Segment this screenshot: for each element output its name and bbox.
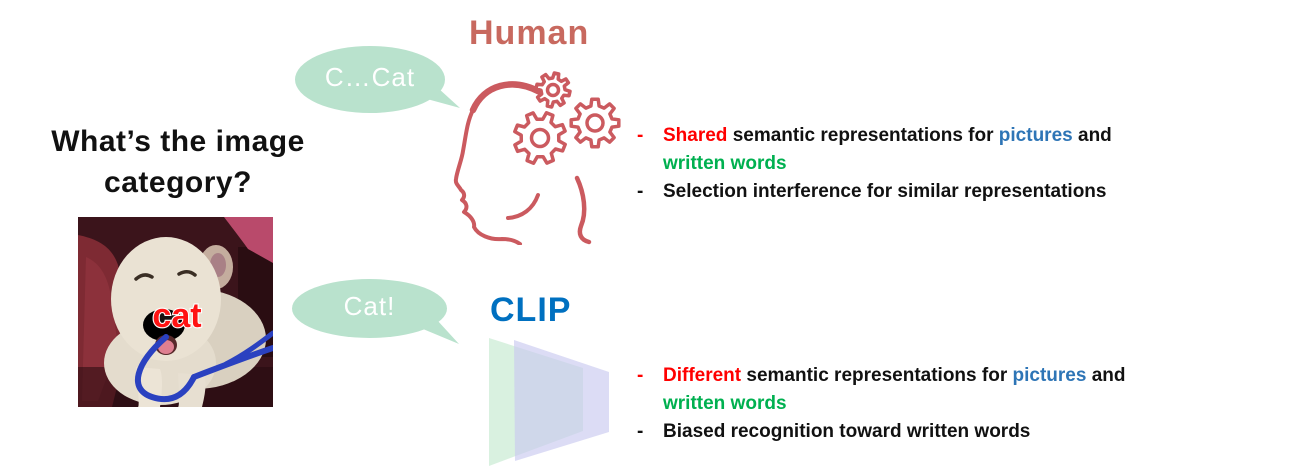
bullet-text: Selection interference for similar repre… <box>663 181 1107 202</box>
leash-loop <box>134 334 197 402</box>
bullet-text: Biased recognition toward written words <box>663 421 1031 442</box>
dog-eye-left <box>134 273 154 281</box>
dog-photo: cat <box>78 217 273 407</box>
dog-front-leg-right <box>178 373 206 407</box>
bullet-marker: - <box>637 365 644 386</box>
dog-eye-right <box>177 270 197 277</box>
human-title: Human <box>469 14 590 52</box>
bullet-text: Shared semantic representations for pict… <box>663 125 1112 174</box>
head-neck-back-line <box>574 175 592 245</box>
bullet-item: -Different semantic representations for … <box>637 362 1197 418</box>
clip-speech-text: Cat! <box>343 291 396 321</box>
question-text: What’s the image category? <box>10 121 346 203</box>
human-speech-text: C…Cat <box>324 62 416 92</box>
photo-label: cat <box>152 297 201 335</box>
clip-trapezoids-icon <box>489 338 609 466</box>
bullet-marker: - <box>637 125 644 146</box>
clip-trapezoid-lavender <box>514 340 609 461</box>
dog-head <box>111 237 221 361</box>
bullet-item: -Biased recognition toward written words <box>637 418 1197 446</box>
dog-nose <box>151 313 177 329</box>
question-line-1: What’s the image <box>51 125 305 158</box>
bullet-marker: - <box>637 181 644 202</box>
bullet-item: -Selection interference for similar repr… <box>637 178 1197 206</box>
head-jaw-line <box>506 193 540 220</box>
head-profile-outline <box>453 82 542 245</box>
bullet-text: Different semantic representations for p… <box>663 365 1126 414</box>
bullet-marker: - <box>637 421 644 442</box>
human-speech-bubble: C…Cat <box>295 46 445 113</box>
clip-title: CLIP <box>490 291 572 329</box>
dog-illustration <box>104 237 273 407</box>
bullet-item: -Shared semantic representations for pic… <box>637 122 1197 178</box>
human-head-gears-icon <box>453 71 621 245</box>
head-crown-arc <box>469 81 544 114</box>
gear-hole-top <box>545 82 561 98</box>
leash-strand-2 <box>223 330 273 367</box>
question-line-2: category? <box>104 166 252 199</box>
gear-hole-middle <box>529 127 551 149</box>
clip-bullet-list: -Different semantic representations for … <box>637 362 1197 446</box>
gear-hole-right <box>585 113 605 133</box>
human-bullet-list: -Shared semantic representations for pic… <box>637 122 1197 206</box>
person-sleeve <box>224 217 273 263</box>
